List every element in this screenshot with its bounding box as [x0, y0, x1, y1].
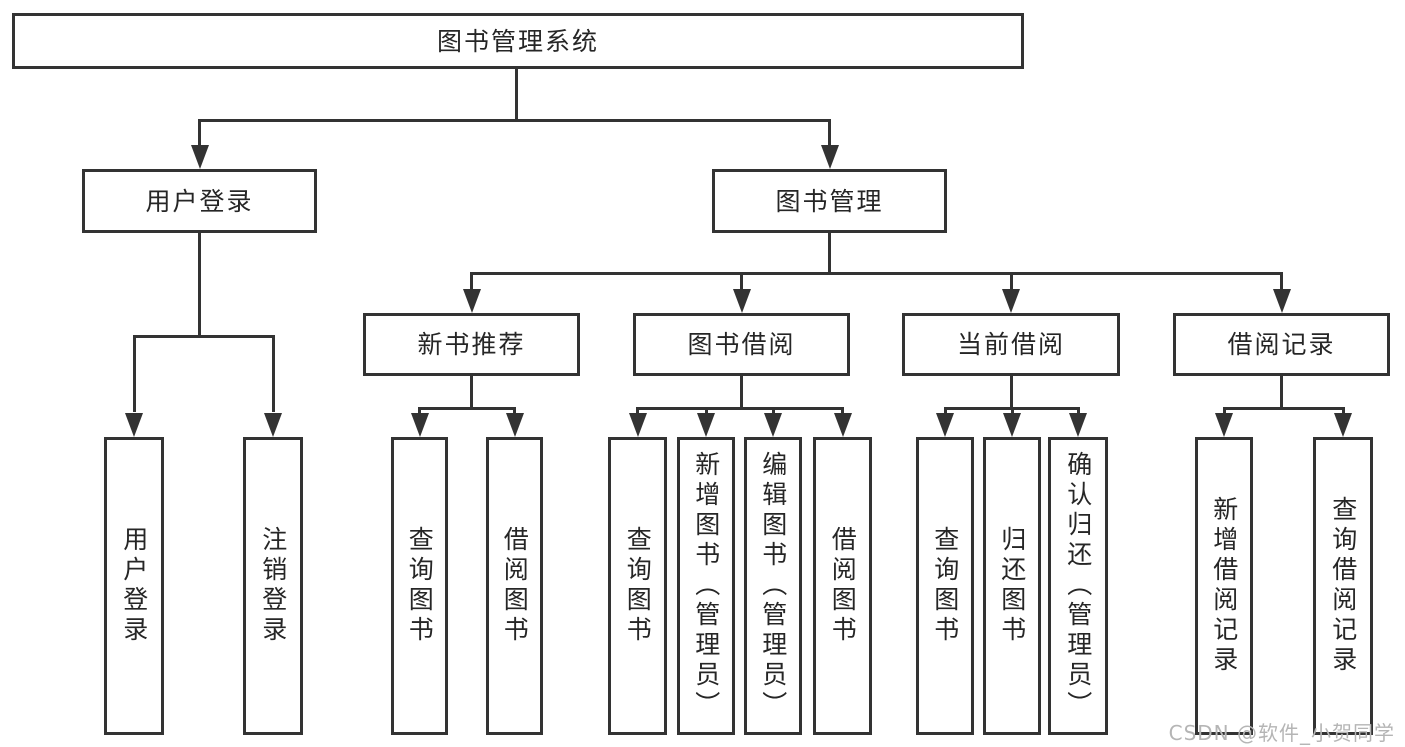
- arrow-down-icon: [462, 289, 481, 313]
- node-label: 新增图书（管理员）: [691, 451, 721, 721]
- node-label: 借阅记录: [1227, 330, 1336, 359]
- node-new-book-recommend: 新书推荐: [363, 313, 580, 376]
- node-label: 图书管理: [775, 186, 884, 216]
- arrow-down-icon: [1069, 413, 1087, 437]
- arrow-down-icon: [1002, 289, 1020, 313]
- arrow-down-icon: [764, 413, 782, 437]
- connector-line: [470, 273, 473, 290]
- arrow-down-icon: [628, 413, 647, 437]
- arrow-down-icon: [936, 413, 954, 437]
- leaf-nb-borrow-book: 借阅图书: [486, 437, 543, 735]
- connector-line: [418, 406, 516, 410]
- leaf-bb-borrow-book: 借阅图书: [813, 437, 872, 735]
- arrow-down-icon: [1215, 413, 1233, 437]
- node-label: 新增借阅记录: [1209, 496, 1239, 676]
- connector-line: [828, 233, 831, 273]
- node-label: 图书管理系统: [436, 26, 599, 56]
- connector-line: [828, 120, 831, 147]
- connector-line: [132, 334, 275, 338]
- leaf-bb-add-book-admin: 新增图书（管理员）: [677, 437, 735, 735]
- arrow-down-icon: [1334, 413, 1352, 437]
- connector-line: [740, 376, 743, 408]
- node-book-management: 图书管理: [712, 169, 947, 233]
- node-label: 编辑图书（管理员）: [758, 451, 788, 721]
- node-label: 当前借阅: [956, 330, 1065, 359]
- connector-line: [841, 408, 844, 416]
- connector-line: [198, 118, 831, 122]
- leaf-cb-query-book: 查询图书: [916, 437, 974, 735]
- connector-line: [1222, 406, 1345, 410]
- arrow-down-icon: [833, 413, 852, 437]
- leaf-bb-edit-book-admin: 编辑图书（管理员）: [744, 437, 802, 735]
- connector-line: [132, 336, 136, 412]
- node-label: 查询借阅记录: [1328, 496, 1358, 676]
- node-label: 确认归还（管理员）: [1063, 451, 1093, 721]
- node-current-borrow: 当前借阅: [902, 313, 1120, 376]
- node-label: 借阅图书: [828, 526, 858, 646]
- node-borrow-record: 借阅记录: [1173, 313, 1390, 376]
- leaf-bb-query-book: 查询图书: [608, 437, 667, 735]
- node-label: 归还图书: [997, 526, 1027, 646]
- connector-line: [1009, 376, 1013, 408]
- arrow-down-icon: [410, 413, 429, 437]
- node-label: 用户登录: [145, 186, 254, 216]
- connector-line: [515, 69, 518, 120]
- connector-line: [1009, 273, 1013, 290]
- connector-line: [1076, 408, 1080, 416]
- arrow-down-icon: [505, 413, 524, 437]
- arrow-down-icon: [1003, 413, 1021, 437]
- connector-line: [771, 408, 775, 416]
- leaf-logout-login: 注销登录: [243, 437, 303, 735]
- leaf-user-login: 用户登录: [104, 437, 164, 735]
- leaf-br-add-record: 新增借阅记录: [1195, 437, 1253, 735]
- node-root: 图书管理系统: [12, 13, 1024, 69]
- connector-line: [470, 271, 1283, 275]
- connector-line: [1280, 376, 1283, 408]
- connector-line: [1222, 408, 1226, 416]
- node-label: 借阅图书: [500, 526, 530, 646]
- connector-line: [198, 233, 201, 335]
- arrow-down-icon: [697, 413, 715, 437]
- node-book-borrow: 图书借阅: [633, 313, 850, 376]
- node-label: 查询图书: [623, 526, 653, 646]
- leaf-cb-return-book: 归还图书: [983, 437, 1041, 735]
- connector-line: [704, 408, 708, 416]
- node-label: 新书推荐: [417, 330, 526, 359]
- connector-line: [943, 408, 947, 416]
- leaf-br-query-record: 查询借阅记录: [1313, 437, 1373, 735]
- node-label: 查询图书: [930, 526, 960, 646]
- node-label: 注销登录: [258, 526, 288, 646]
- connector-line: [1010, 408, 1014, 416]
- arrow-down-icon: [820, 145, 839, 169]
- arrow-down-icon: [264, 413, 282, 437]
- node-label: 图书借阅: [687, 330, 796, 359]
- watermark: CSDN @软件_小贺同学: [1168, 721, 1395, 745]
- connector-line: [636, 406, 844, 410]
- connector-line: [740, 273, 743, 290]
- connector-line: [418, 408, 421, 416]
- arrow-down-icon: [125, 413, 143, 437]
- connector-line: [513, 408, 516, 416]
- arrow-down-icon: [732, 289, 751, 313]
- connector-line: [271, 336, 275, 412]
- node-label: 用户登录: [119, 526, 149, 646]
- connector-line: [1341, 408, 1345, 416]
- node-user-login: 用户登录: [82, 169, 317, 233]
- arrow-down-icon: [190, 145, 209, 169]
- connector-line: [198, 120, 201, 147]
- node-label: 查询图书: [405, 526, 435, 646]
- connector-line: [1280, 273, 1283, 290]
- leaf-nb-query-book: 查询图书: [391, 437, 448, 735]
- arrow-down-icon: [1272, 289, 1291, 313]
- leaf-cb-confirm-return-admin: 确认归还（管理员）: [1048, 437, 1108, 735]
- connector-line: [470, 376, 473, 408]
- connector-line: [636, 408, 639, 416]
